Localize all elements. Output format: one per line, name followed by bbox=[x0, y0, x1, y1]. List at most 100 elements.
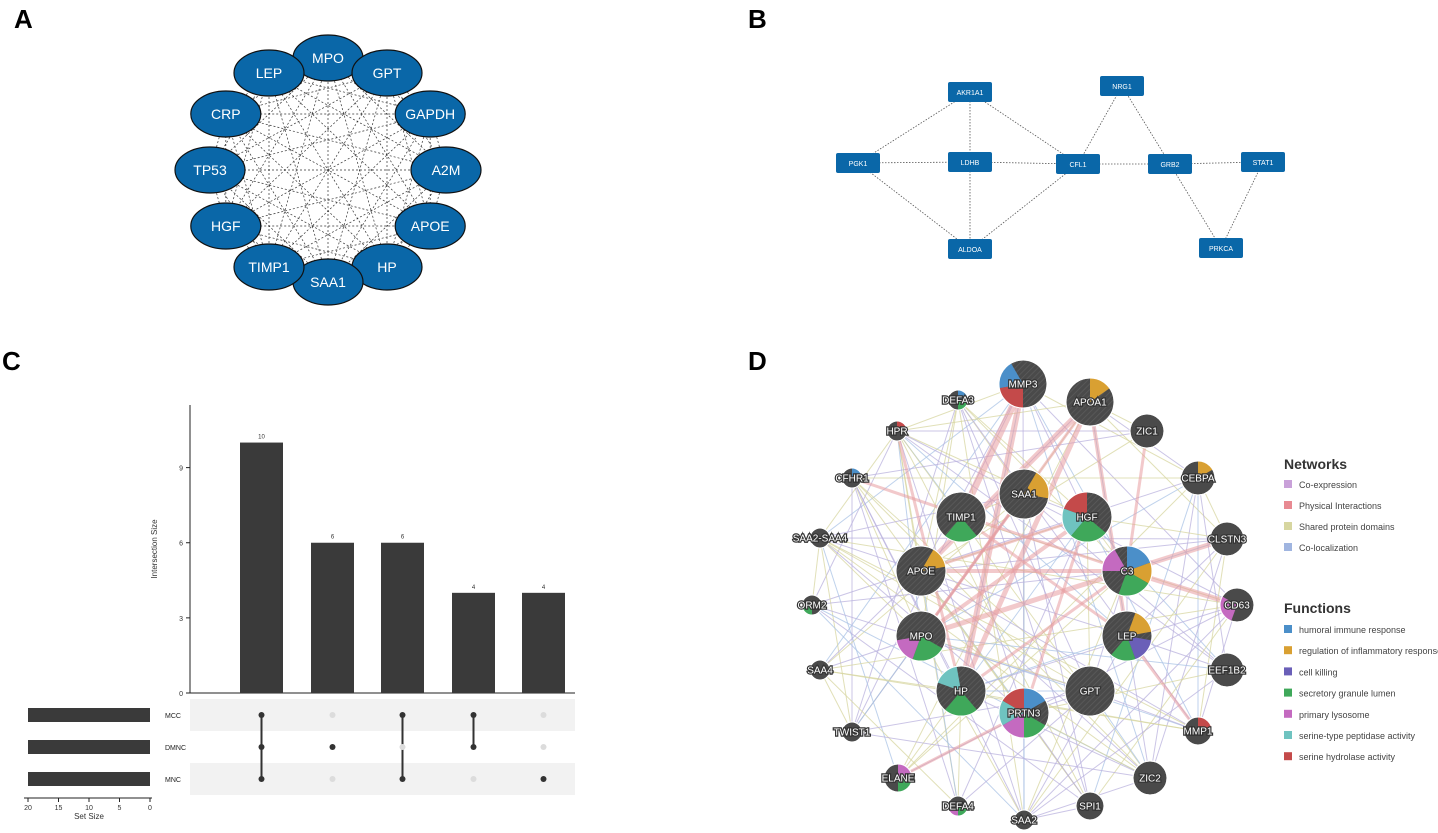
node-outline bbox=[883, 763, 913, 793]
matrix-dot-filled bbox=[329, 744, 336, 750]
node-cebpa: CEBPA bbox=[1180, 460, 1216, 496]
edge-hgf-mpo bbox=[919, 515, 1089, 638]
node-function-wedge bbox=[958, 806, 968, 816]
node-label: TWIST1 bbox=[834, 728, 871, 739]
node-c3: C3 bbox=[1101, 545, 1153, 597]
node-function-wedge bbox=[912, 636, 943, 661]
node-outline bbox=[1101, 545, 1153, 597]
edge-a2m-hgf bbox=[225, 169, 447, 227]
node-outline bbox=[1209, 652, 1245, 688]
node-function-wedge bbox=[958, 390, 968, 400]
matrix-row-band bbox=[190, 763, 575, 795]
node-mpo: MPO bbox=[895, 610, 947, 662]
node-clstn3: CLSTN3 bbox=[1207, 521, 1248, 557]
set-size-tick-label: 15 bbox=[55, 805, 63, 812]
node-defa3: DEFA3 bbox=[941, 389, 975, 411]
node-function-wedge bbox=[1220, 596, 1237, 621]
node-prtn3: PRTN3 bbox=[998, 687, 1050, 739]
node-label: SPI1 bbox=[1079, 802, 1101, 813]
node-elane: ELANE bbox=[880, 763, 916, 793]
edge-saa4-twist1 bbox=[819, 669, 853, 733]
node-outline bbox=[1064, 665, 1116, 717]
y-tick-label: 0 bbox=[179, 691, 183, 698]
edge-apoa1-hpr bbox=[896, 401, 1091, 432]
edge-orm2-saa2 bbox=[811, 604, 1025, 821]
legend-swatch bbox=[1284, 688, 1292, 697]
node-twist1: TWIST1 bbox=[832, 721, 872, 743]
node-label: GPT bbox=[1080, 687, 1101, 698]
edge-mpo-hgf bbox=[225, 57, 329, 227]
edge-apoa1-mpo bbox=[919, 401, 1092, 637]
node-label: HPR bbox=[886, 427, 907, 438]
node-nrg1: NRG1 bbox=[1100, 76, 1144, 96]
node-outline bbox=[841, 721, 863, 743]
edge-aldoa-cfl1 bbox=[969, 163, 1079, 250]
node-shape bbox=[190, 202, 262, 250]
node-label: HP bbox=[377, 259, 396, 275]
node-shape bbox=[948, 152, 992, 172]
edge-apoe-tp53 bbox=[209, 169, 431, 227]
y-tick-label: 9 bbox=[179, 466, 183, 473]
legend-functions-title: Functions bbox=[1284, 600, 1351, 616]
node-label: MPO bbox=[312, 50, 344, 66]
node-saa2-saa4: SAA2-SAA4 bbox=[792, 527, 849, 549]
set-size-bar-mnc bbox=[28, 772, 150, 786]
bar-3 bbox=[381, 542, 424, 693]
node-zic1: ZIC1 bbox=[1129, 413, 1165, 449]
edge-mmp3-cd63 bbox=[1022, 383, 1238, 606]
node-a2m: A2M bbox=[410, 146, 482, 194]
legend-swatch bbox=[1284, 625, 1292, 633]
edge-lep-saa2 bbox=[1023, 635, 1128, 821]
node-shape bbox=[948, 239, 992, 259]
edge-gapdh-hp bbox=[386, 113, 431, 268]
node-lep: LEP bbox=[233, 49, 305, 97]
node-defa4: DEFA4 bbox=[941, 795, 975, 817]
node-function-wedge bbox=[1063, 492, 1087, 517]
node-shape bbox=[394, 202, 466, 250]
edge-clstn3-zic2 bbox=[1149, 538, 1228, 779]
legend-function-serine-type-peptidase-activity: serine-type peptidase activity bbox=[1299, 731, 1416, 741]
edge-gpt-hgf bbox=[225, 72, 388, 227]
node-hp: HP bbox=[935, 665, 987, 717]
node-function-wedge bbox=[958, 400, 968, 410]
node-label: CRP bbox=[211, 106, 241, 122]
node-function-wedge bbox=[1127, 562, 1152, 584]
edge-eef1b2-prtn3 bbox=[1023, 669, 1228, 714]
node-outline bbox=[1101, 610, 1153, 662]
legend-swatch bbox=[1284, 731, 1292, 739]
edge-a2m-saa1 bbox=[327, 169, 447, 283]
edge-cebpa-zic2 bbox=[1149, 477, 1199, 779]
legend-swatch bbox=[1284, 543, 1292, 551]
node-label: SAA2 bbox=[1011, 816, 1037, 827]
node-label: ALDOA bbox=[958, 247, 982, 254]
node-label: PRTN3 bbox=[1008, 709, 1041, 720]
node-outline bbox=[935, 665, 987, 717]
bar-value-label: 4 bbox=[472, 585, 476, 591]
edge-defa3-apoe bbox=[920, 399, 959, 572]
node-shape bbox=[233, 49, 305, 97]
edge-gpt-tp53 bbox=[209, 72, 388, 171]
node-orm2: ORM2 bbox=[796, 594, 828, 616]
node-outline bbox=[809, 659, 831, 681]
node-label: CD63 bbox=[1224, 601, 1250, 612]
node-timp1: TIMP1 bbox=[233, 243, 305, 291]
edge-mpo-hp bbox=[327, 57, 388, 268]
edge-apoe-lep bbox=[268, 72, 431, 227]
node-function-wedge bbox=[948, 806, 958, 816]
node-cfl1: CFL1 bbox=[1056, 154, 1100, 174]
node-prkca: PRKCA bbox=[1199, 238, 1243, 258]
node-stat1: STAT1 bbox=[1241, 152, 1285, 172]
node-label: SAA2-SAA4 bbox=[793, 534, 848, 545]
node-gpt: GPT bbox=[1064, 665, 1116, 717]
set-size-tick-label: 5 bbox=[118, 805, 122, 812]
node-eef1b2: EEF1B2 bbox=[1207, 652, 1247, 688]
legend-function-cell-killing: cell killing bbox=[1299, 667, 1338, 677]
legend-swatch bbox=[1284, 752, 1292, 761]
edge-cfhr1-zic2 bbox=[851, 477, 1151, 779]
set-size-bar-mcc bbox=[28, 708, 150, 722]
node-shape bbox=[190, 90, 262, 138]
edge-hp-crp bbox=[225, 113, 388, 268]
node-pgk1: PGK1 bbox=[836, 153, 880, 173]
edge-cd63-hp bbox=[960, 604, 1238, 692]
